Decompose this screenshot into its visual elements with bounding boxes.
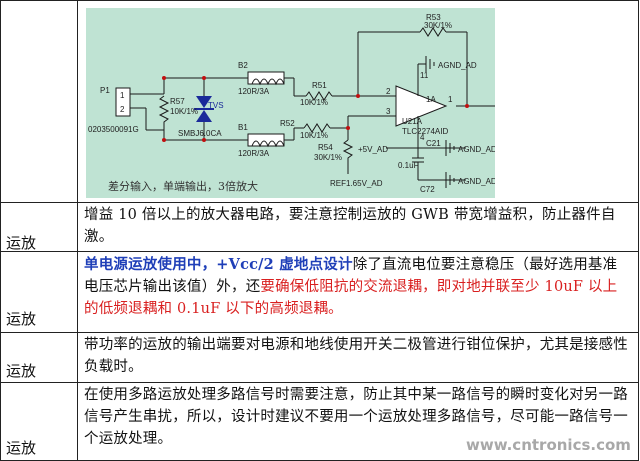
label-r54-val: 30K/1% <box>314 153 342 162</box>
label-c72: C72 <box>420 185 435 194</box>
label-r51: R51 <box>312 81 327 90</box>
label-c21-val: 0.1uF <box>398 161 419 170</box>
op-amp-schematic: P1 1 2 0203500091G R57 10K/1% TVS SMBJ6.… <box>86 8 495 198</box>
row-label: 运放 <box>6 234 37 252</box>
label-p1-pin2: 2 <box>120 105 125 114</box>
text-segment: 在使用多路运放处理多路信号时需要注意，防止其中某一路信号的瞬时变化对另一路信号产… <box>84 387 628 447</box>
label-b1-val: 120R/3A <box>238 149 270 158</box>
label-agnd3: AGND_AD <box>458 177 495 186</box>
label-r57-val: 10K/1% <box>170 107 198 116</box>
table-border-right <box>638 0 639 461</box>
label-pin2: 2 <box>386 87 391 96</box>
tvs-diode-icon <box>194 96 214 122</box>
text-segment: 增益 10 倍以上的放大器电路，要注意控制运放的 GWB 带宽增益积，防止器件自… <box>84 207 616 245</box>
text-segment: 除了直流电位要注意稳压（最好选用基准电压芯片输出该值）外，还 <box>84 257 618 295</box>
label-p1-part: 0203500091G <box>88 125 139 134</box>
label-pin1: 1 <box>448 95 453 104</box>
label-pin11: 11 <box>420 71 429 80</box>
label-tvs: TVS <box>208 101 224 110</box>
label-r57: R57 <box>170 97 185 106</box>
label-pin1a: 1A <box>426 95 436 104</box>
row-divider <box>0 382 639 383</box>
schematic-wires <box>115 27 495 188</box>
text-segment-warning: 要确保低阻抗的交流退耦，即对地并联至少 10uF 以上的低频退耦和 0.1uF … <box>84 279 618 317</box>
text-segment: 带功率的运放的输出端要对电源和地线使用开关二极管进行钳位保护，尤其是接感性负载时… <box>84 337 628 375</box>
column-divider <box>77 0 78 461</box>
table-border-top <box>0 0 639 1</box>
label-u21: U21A <box>402 117 423 126</box>
table-border-left <box>0 0 1 461</box>
junction-dots <box>162 76 469 142</box>
label-tvs-part: SMBJ6.0CA <box>178 129 222 138</box>
label-r54: R54 <box>318 143 333 152</box>
label-agnd1: AGND_AD <box>438 61 477 70</box>
row-label: 运放 <box>6 362 37 380</box>
row-text: 带功率的运放的输出端要对电源和地线使用开关二极管进行钳位保护，尤其是接感性负载时… <box>84 334 630 378</box>
label-vplus: +5V_AD <box>358 145 388 154</box>
row-label: 运放 <box>6 439 37 457</box>
label-r53: R53 <box>426 13 441 22</box>
label-r51-val: 10K/1% <box>300 98 328 107</box>
ferrite-bead-b2 <box>247 71 285 86</box>
row-divider <box>0 251 639 252</box>
schematic-caption: 差分输入，单端输出，3倍放大 <box>108 179 258 193</box>
label-p1-pin1: 1 <box>120 91 125 100</box>
row-divider <box>0 202 639 203</box>
label-ref: REF1.65V_AD <box>330 179 383 188</box>
label-c21: C21 <box>426 139 441 148</box>
label-pin3: 3 <box>386 107 391 116</box>
label-b2-val: 120R/3A <box>238 87 270 96</box>
row-text: 单电源运放使用中，+Vcc/2 虚地点设计除了直流电位要注意稳压（最好选用基准电… <box>84 254 630 320</box>
row-label: 运放 <box>6 310 37 328</box>
text-segment-highlight: 单电源运放使用中，+Vcc/2 虚地点设计 <box>84 256 353 273</box>
label-agnd2: AGND_AD <box>458 145 495 154</box>
label-r52: R52 <box>280 119 295 128</box>
label-r53-val: 30K/1% <box>424 21 452 30</box>
label-b2: B2 <box>238 61 248 70</box>
ferrite-bead-b1 <box>247 133 285 148</box>
label-pin4: 4 <box>420 133 425 142</box>
label-u21-part: TLC2274AID <box>402 127 448 136</box>
row-text: 在使用多路运放处理多路信号时需要注意，防止其中某一路信号的瞬时变化对另一路信号产… <box>84 384 630 450</box>
row-divider <box>0 332 639 333</box>
row-text: 增益 10 倍以上的放大器电路，要注意控制运放的 GWB 带宽增益积，防止器件自… <box>84 204 630 248</box>
watermark: www.cntronics.com <box>466 436 631 454</box>
label-p1: P1 <box>100 86 110 95</box>
label-b1: B1 <box>238 123 248 132</box>
label-r52-val: 10K/1% <box>300 131 328 140</box>
